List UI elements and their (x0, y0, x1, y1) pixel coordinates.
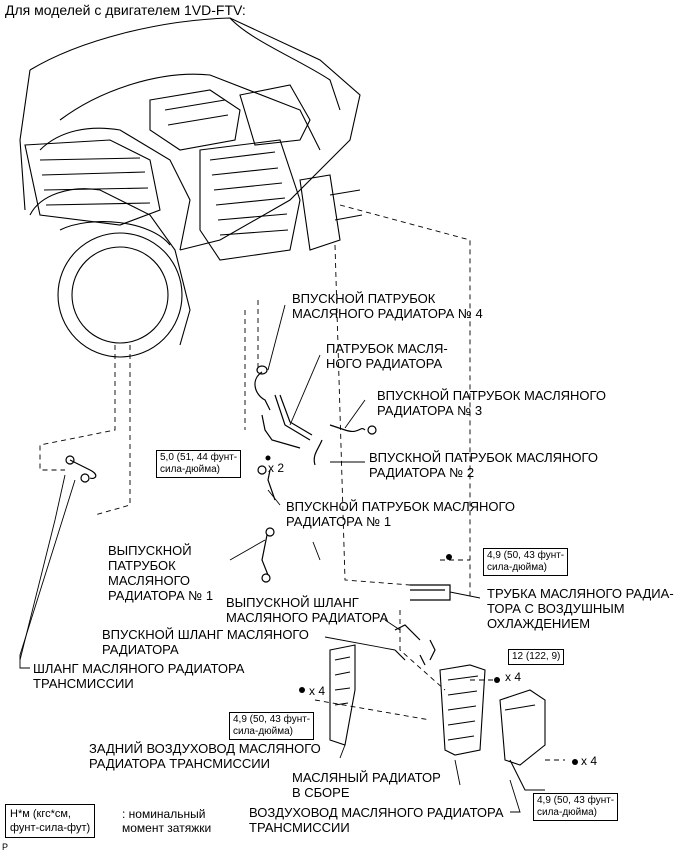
count-x2: x 2 (268, 461, 285, 475)
torque-line: 4,9 (50, 43 фунт- (487, 550, 565, 561)
label-line: ОХЛАЖДЕНИЕМ (487, 616, 591, 631)
label-outlet-flex-hose: ВЫПУСКНОЙ ШЛАНГ МАСЛЯНОГО РАДИАТОРА (226, 595, 388, 625)
torque-box-5: 4,9 (50, 43 фунт- сила-дюйма) (533, 793, 619, 821)
label-outlet-hose-1: ВЫПУСКНОЙ ПАТРУБОК МАСЛЯНОГО РАДИАТОРА №… (108, 543, 213, 603)
label-line: РАДИАТОРА ТРАНСМИССИИ (89, 756, 270, 771)
label-inlet-hose-2: ВПУСКНОЙ ПАТРУБОК МАСЛЯНОГО РАДИАТОРА № … (369, 450, 598, 480)
legend-line: : номинальный (122, 807, 206, 821)
torque-line: 4,9 (50, 43 фунт- (233, 714, 311, 725)
label-line: ВПУСКНОЙ ПАТРУБОК МАСЛЯНОГО (286, 499, 515, 514)
label-oil-cooler-assy: МАСЛЯНЫЙ РАДИАТОР В СБОРЕ (292, 770, 441, 800)
torque-line: 12 (122, 9) (512, 651, 561, 662)
count-x4-cooler: x 4 (505, 670, 522, 684)
label-inlet-hose-1: ВПУСКНОЙ ПАТРУБОК МАСЛЯНОГО РАДИАТОРА № … (286, 499, 515, 529)
label-line: ШЛАНГ МАСЛЯНОГО РАДИАТОРА (33, 661, 245, 676)
torque-line: сила-дюйма) (233, 726, 293, 737)
label-line: МАСЛЯНЫЙ РАДИАТОР (292, 770, 441, 785)
label-cooler-hose: ПАТРУБОК МАСЛЯ- НОГО РАДИАТОРА (326, 341, 448, 371)
legend-line: Н*м (кгс*см, (10, 808, 71, 820)
torque-box-2: 4,9 (50, 43 фунт- сила-дюйма) (483, 548, 569, 576)
count-x4-duct: x 4 (581, 754, 598, 768)
label-line: ПАТРУБОК (108, 558, 176, 573)
label-line: РАДИАТОРА № 3 (377, 403, 483, 418)
label-line: МАСЛЯНОГО РАДИАТОРА (226, 610, 389, 625)
legend-line: момент затяжки (122, 821, 212, 835)
legend-line: фунт-сила-фут) (10, 822, 91, 834)
torque-box-4: 4,9 (50, 43 фунт- сила-дюйма) (229, 712, 315, 740)
label-line: ПАТРУБОК МАСЛЯ- (326, 341, 448, 356)
label-line: ТРАНСМИССИИ (33, 676, 134, 691)
label-line: РАДИАТОРА № 1 (286, 514, 392, 529)
label-line: ВПУСКНОЙ ПАТРУБОК МАСЛЯНОГО (377, 388, 606, 403)
label-line: ВПУСКНОЙ ПАТРУБОК (292, 291, 436, 306)
page-title: Для моделей с двигателем 1VD-FTV: (5, 2, 246, 18)
label-line: В СБОРЕ (292, 785, 350, 800)
legend-description: : номинальный момент затяжки (122, 807, 211, 835)
torque-line: 5,0 (51, 44 фунт- (160, 452, 238, 463)
label-line: ТРАНСМИССИИ (249, 820, 350, 835)
label-trans-cooler-hose: ШЛАНГ МАСЛЯНОГО РАДИАТОРА ТРАНСМИССИИ (33, 661, 244, 691)
legend-torque-units: Н*м (кгс*см, фунт-сила-фут) (5, 804, 96, 838)
label-line: РАДИАТОРА № 1 (108, 588, 214, 603)
label-line: ВПУСКНОЙ ШЛАНГ МАСЛЯНОГО (102, 627, 309, 642)
label-line: ВОЗДУХОВОД МАСЛЯНОГО РАДИАТОРА (249, 805, 504, 820)
label-inlet-hose-4: ВПУСКНОЙ ПАТРУБОК МАСЛЯНОГО РАДИАТОРА № … (292, 291, 483, 321)
torque-line: сила-дюйма) (537, 807, 597, 818)
label-line: ТОРА С ВОЗДУШНЫМ (487, 601, 625, 616)
label-line: ВЫПУСКНОЙ (108, 543, 192, 558)
torque-line: 4,9 (50, 43 фунт- (537, 795, 615, 806)
count-x4-rear-duct: x 4 (309, 684, 326, 698)
label-air-cooled-tube: ТРУБКА МАСЛЯНОГО РАДИА- ТОРА С ВОЗДУШНЫМ… (487, 586, 674, 631)
torque-line: сила-дюйма) (160, 464, 220, 475)
torque-box-1: 5,0 (51, 44 фунт- сила-дюйма) (156, 450, 242, 478)
label-line: ВЫПУСКНОЙ ШЛАНГ (226, 595, 359, 610)
label-inlet-hose-3: ВПУСКНОЙ ПАТРУБОК МАСЛЯНОГО РАДИАТОРА № … (377, 388, 606, 418)
label-inlet-flex-hose: ВПУСКНОЙ ШЛАНГ МАСЛЯНОГО РАДИАТОРА (102, 627, 309, 657)
torque-line: сила-дюйма) (487, 562, 547, 573)
label-rear-air-duct: ЗАДНИЙ ВОЗДУХОВОД МАСЛЯНОГО РАДИАТОРА ТР… (89, 741, 321, 771)
label-line: РАДИАТОРА № 2 (369, 465, 475, 480)
label-line: ТРУБКА МАСЛЯНОГО РАДИА- (487, 586, 674, 601)
label-line: ЗАДНИЙ ВОЗДУХОВОД МАСЛЯНОГО (89, 741, 321, 756)
corner-mark: P (2, 842, 9, 852)
vehicle-front-drawing (19, 17, 363, 358)
label-line: НОГО РАДИАТОРА (326, 356, 443, 371)
label-air-duct: ВОЗДУХОВОД МАСЛЯНОГО РАДИАТОРА ТРАНСМИСС… (249, 805, 504, 835)
torque-box-3: 12 (122, 9) (508, 649, 565, 665)
label-line: МАСЛЯНОГО РАДИАТОРА № 4 (292, 306, 483, 321)
label-line: МАСЛЯНОГО (108, 573, 191, 588)
label-line: РАДИАТОРА (102, 642, 179, 657)
label-line: ВПУСКНОЙ ПАТРУБОК МАСЛЯНОГО (369, 450, 598, 465)
